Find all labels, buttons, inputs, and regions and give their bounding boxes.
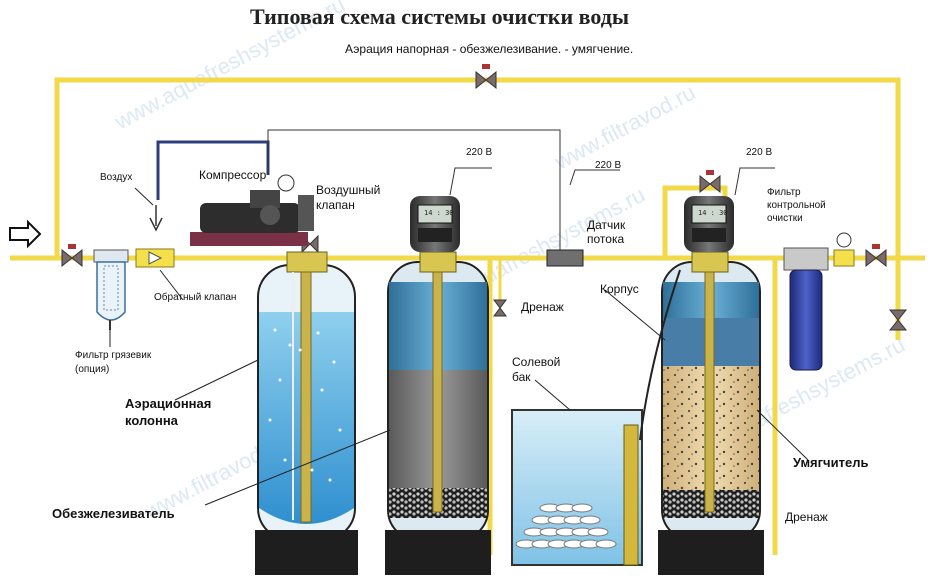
air-valve-label: Воздушный: [316, 183, 381, 197]
mud-filter-label: Фильтр грязевик: [75, 350, 152, 361]
iron-remover-tank: [385, 251, 491, 575]
valve-icon: [475, 64, 497, 90]
aeration-column-label: Аэрационная: [125, 396, 212, 411]
brine-tank: [511, 409, 643, 566]
controller-display: 14 : 30: [698, 209, 728, 217]
brine-line: [639, 269, 681, 441]
power-wire: [449, 167, 492, 196]
brine-tank-label: Солевой: [512, 355, 561, 369]
aeration-column: [255, 251, 358, 575]
voltage-label: 220 В: [595, 160, 622, 171]
voltage-label: 220 В: [746, 147, 773, 158]
valve-icon: [888, 309, 908, 331]
compressor: [190, 190, 308, 246]
air-label: Воздух: [100, 172, 133, 183]
brine-tank-label: бак: [512, 370, 531, 384]
flow-sensor: [546, 249, 584, 267]
compressor-label: Компрессор: [199, 168, 267, 182]
air-inlet-arrow-icon: [149, 205, 163, 232]
drain-label: Дренаж: [521, 300, 564, 314]
pressure-gauge-icon: [277, 174, 295, 192]
mud-filter: [93, 249, 129, 330]
inlet-arrow-icon: [9, 219, 42, 249]
controller-head: [410, 196, 460, 252]
valve-icon: [61, 244, 83, 268]
mud-filter-label: (опция): [75, 364, 110, 375]
salt-tablets: [515, 503, 617, 549]
check-valve-label: Обратный клапан: [154, 292, 237, 303]
control-filter-label: очистки: [767, 213, 803, 224]
aeration-column-label: колонна: [125, 413, 178, 428]
flow-sensor-label: Датчик: [587, 218, 626, 232]
valve-icon: [699, 170, 721, 194]
softener-tank: [658, 251, 764, 575]
aeration-bubbles: [268, 328, 342, 482]
watermark-text: www.filtravod.ru: [550, 79, 700, 174]
leader-lines: [109, 187, 809, 506]
page-title: Типовая схема системы очистки воды: [250, 4, 630, 29]
check-valve-outlet: [833, 249, 855, 267]
flow-sensor-label: потока: [587, 232, 625, 246]
softener-label: Умягчитель: [793, 455, 869, 470]
signal-wire: [267, 129, 561, 250]
controller-head: [684, 196, 734, 252]
air-valve-label: клапан: [316, 198, 355, 212]
controller-display: 14 : 30: [424, 209, 454, 217]
iron-remover-label: Обезжелезиватель: [52, 506, 175, 521]
air-valve: [298, 195, 314, 231]
power-wire: [734, 167, 775, 196]
check-valve: [135, 248, 175, 268]
control-filter-label: Фильтр: [767, 187, 801, 198]
voltage-label: 220 В: [466, 147, 493, 158]
housing-label: Корпус: [600, 282, 639, 296]
control-filter: [783, 247, 829, 371]
pressure-gauge-icon: [836, 232, 852, 248]
valve-icon: [865, 244, 887, 268]
valve-icon: [493, 299, 507, 317]
control-filter-label: контрольной: [767, 200, 826, 211]
page-subtitle: Аэрация напорная - обезжелезивание. - ум…: [345, 42, 634, 56]
drain-label: Дренаж: [785, 510, 828, 524]
power-wire: [569, 169, 620, 186]
